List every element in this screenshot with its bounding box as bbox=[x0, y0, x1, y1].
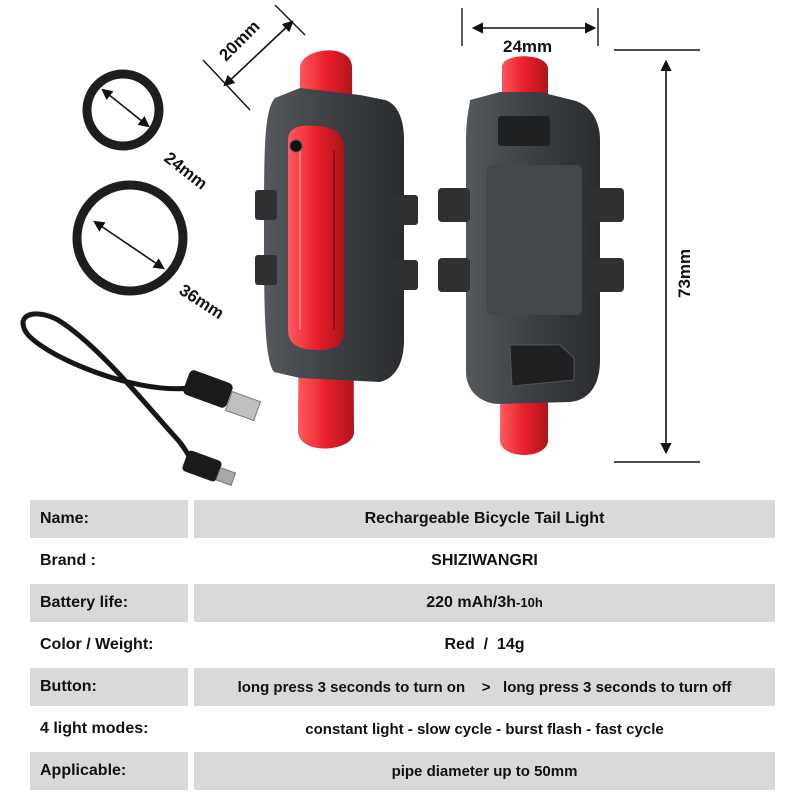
spec-label: Name: bbox=[30, 500, 194, 542]
rubber-ring-large bbox=[72, 180, 188, 296]
spec-label: Battery life: bbox=[30, 584, 194, 626]
spec-row-brand: Brand : SHIZIWANGRI bbox=[30, 542, 775, 584]
length-label: 73mm bbox=[675, 249, 694, 298]
spec-row-name: Name: Rechargeable Bicycle Tail Light bbox=[30, 500, 775, 542]
spec-value: Rechargeable Bicycle Tail Light bbox=[194, 500, 775, 542]
width-dimension-front bbox=[202, 4, 306, 111]
spec-row-color-weight: Color / Weight: Red / 14g bbox=[30, 626, 775, 668]
rubber-ring-small bbox=[82, 69, 164, 151]
tail-light-front bbox=[255, 50, 418, 449]
length-dimension bbox=[614, 49, 700, 463]
usb-cable bbox=[20, 311, 262, 486]
spec-value: constant light - slow cycle - burst flas… bbox=[194, 710, 775, 752]
spec-value: Red / 14g bbox=[194, 626, 775, 668]
width-front-label: 20mm bbox=[215, 17, 263, 65]
spec-value: 220 mAh/3h-10h bbox=[194, 584, 775, 626]
spec-row-applicable: Applicable: pipe diameter up to 50mm bbox=[30, 752, 775, 794]
tail-light-back bbox=[438, 56, 624, 456]
spec-value: SHIZIWANGRI bbox=[194, 542, 775, 584]
ring-large-label: 36mm bbox=[176, 280, 228, 323]
spec-value: long press 3 seconds to turn on > long p… bbox=[194, 668, 775, 710]
spec-label: Button: bbox=[30, 668, 194, 710]
spec-label: Brand : bbox=[30, 542, 194, 584]
product-illustration: 24mm 36mm 20mm bbox=[20, 4, 700, 486]
spec-row-button: Button: long press 3 seconds to turn on … bbox=[30, 668, 775, 710]
spec-label: 4 light modes: bbox=[30, 710, 194, 752]
width-back-label: 24mm bbox=[503, 37, 552, 56]
spec-row-light-modes: 4 light modes: constant light - slow cyc… bbox=[30, 710, 775, 752]
spec-value: pipe diameter up to 50mm bbox=[194, 752, 775, 794]
battery-value: 220 mAh/3h bbox=[426, 594, 517, 611]
ring-small-label: 24mm bbox=[161, 148, 211, 193]
battery-value-suffix: -10h bbox=[516, 595, 543, 610]
spec-label: Color / Weight: bbox=[30, 626, 194, 668]
spec-table: Name: Rechargeable Bicycle Tail Light Br… bbox=[30, 500, 775, 794]
width-dimension-back bbox=[461, 8, 599, 46]
spec-label: Applicable: bbox=[30, 752, 194, 794]
spec-row-battery: Battery life: 220 mAh/3h-10h bbox=[30, 584, 775, 626]
